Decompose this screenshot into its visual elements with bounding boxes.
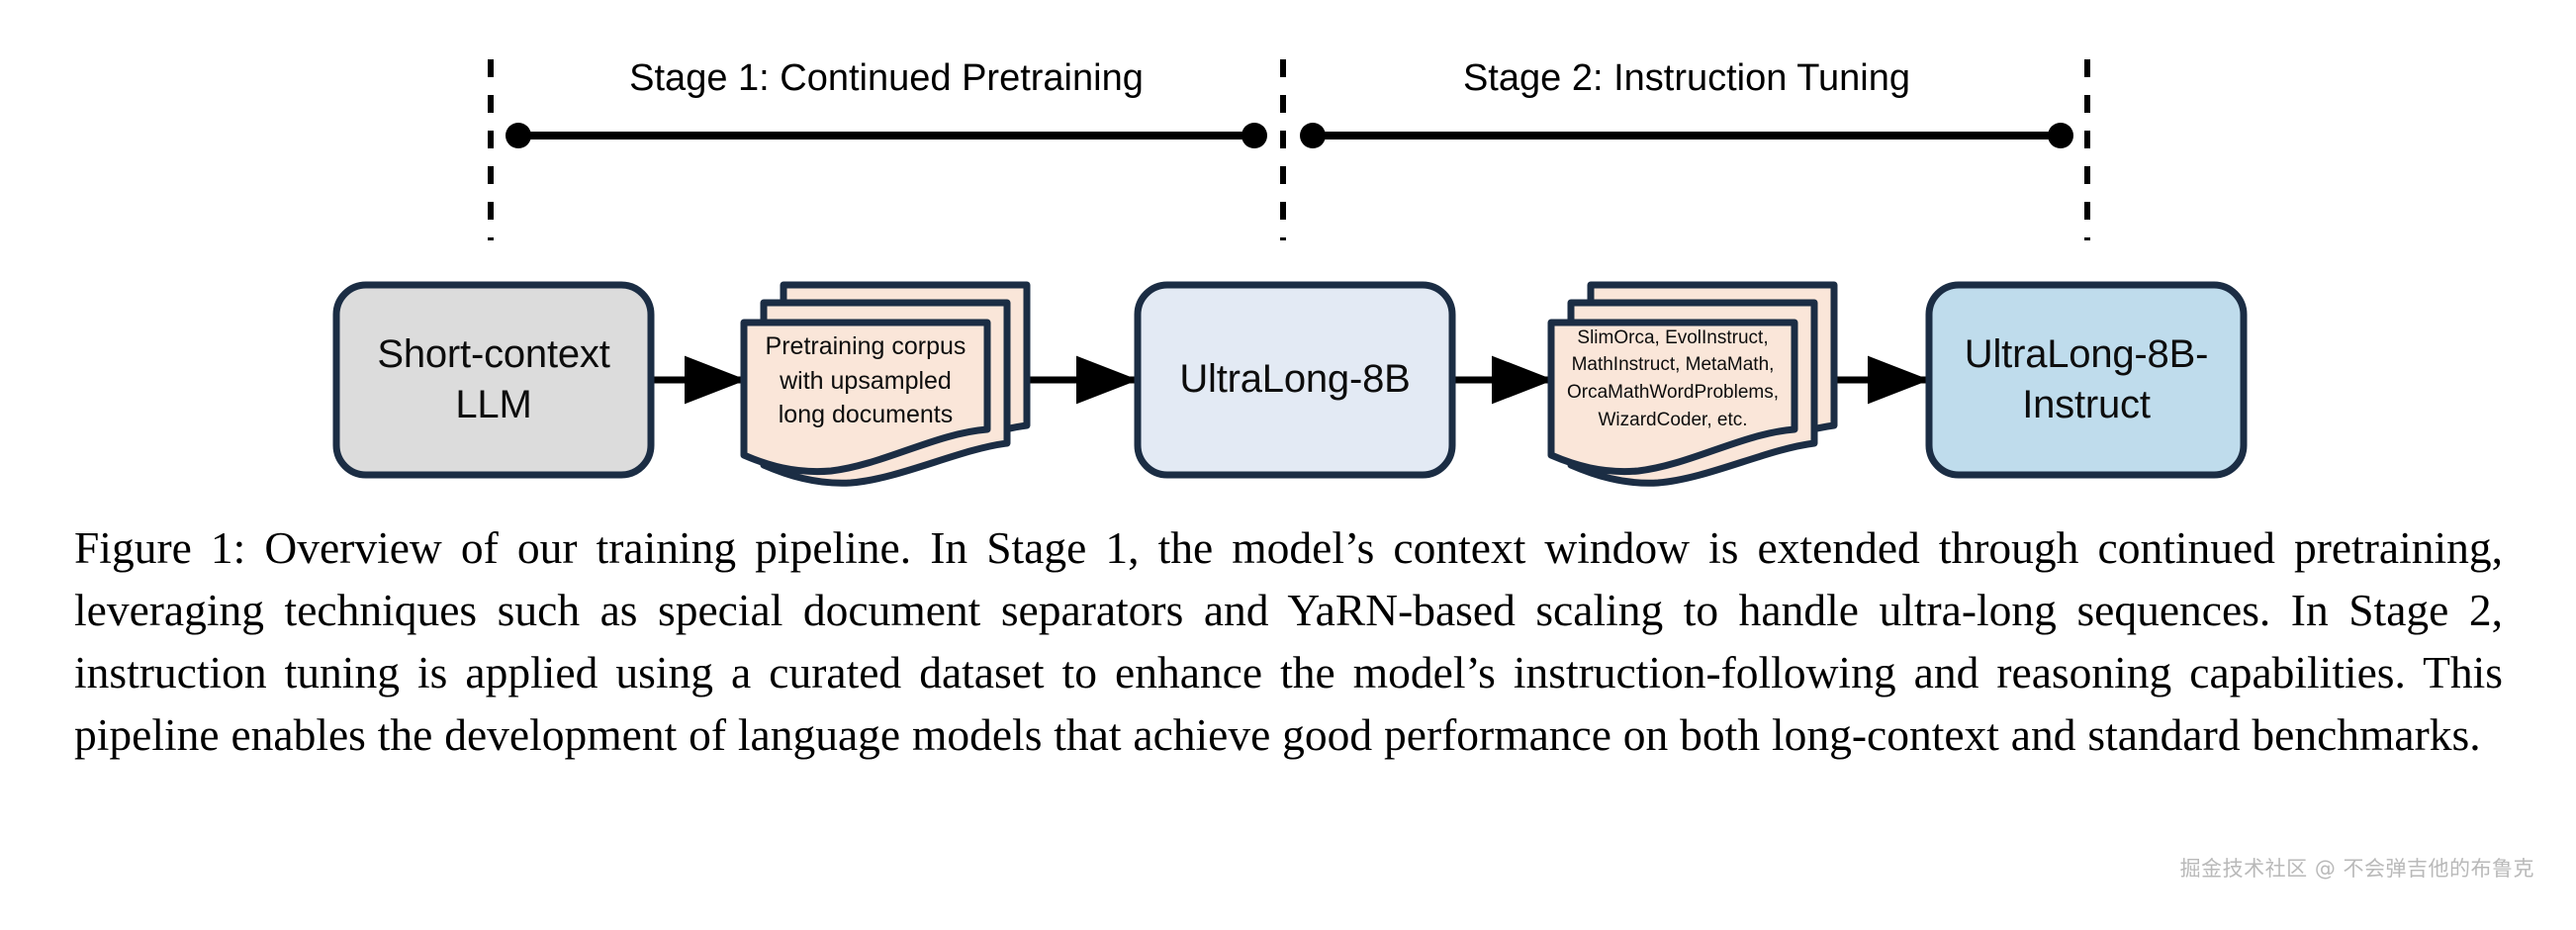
stage-1-span-bar bbox=[506, 123, 1267, 148]
stage-1-title-text: Stage 1: Continued Pretraining bbox=[629, 57, 1144, 99]
stage-2-title: Stage 2: Instruction Tuning bbox=[1313, 57, 2061, 100]
figure-caption: Figure 1: Overview of our training pipel… bbox=[74, 516, 2503, 766]
node-ultralong-8b[interactable] bbox=[1134, 281, 1456, 479]
node-pretraining-corpus[interactable] bbox=[740, 281, 1031, 487]
stage-1-title: Stage 1: Continued Pretraining bbox=[518, 57, 1254, 100]
stage-2-span-bar bbox=[1300, 123, 2073, 148]
node-short-context-llm[interactable] bbox=[332, 281, 655, 479]
watermark-text: 掘金技术社区 @ 不会弹吉他的布鲁克 bbox=[2179, 857, 2534, 881]
pipeline-diagram-canvas bbox=[332, 59, 2248, 487]
stage-2-title-text: Stage 2: Instruction Tuning bbox=[1462, 57, 1911, 99]
training-pipeline-figure: Stage 1: Continued Pretraining Stage 2: … bbox=[332, 57, 2248, 487]
node-instruction-datasets[interactable] bbox=[1547, 281, 1838, 487]
figure-caption-text: Overview of our training pipeline. In St… bbox=[74, 522, 2503, 760]
figure-caption-label: Figure 1: bbox=[74, 522, 246, 573]
node-ultralong-8b-instruct[interactable] bbox=[1925, 281, 2248, 479]
